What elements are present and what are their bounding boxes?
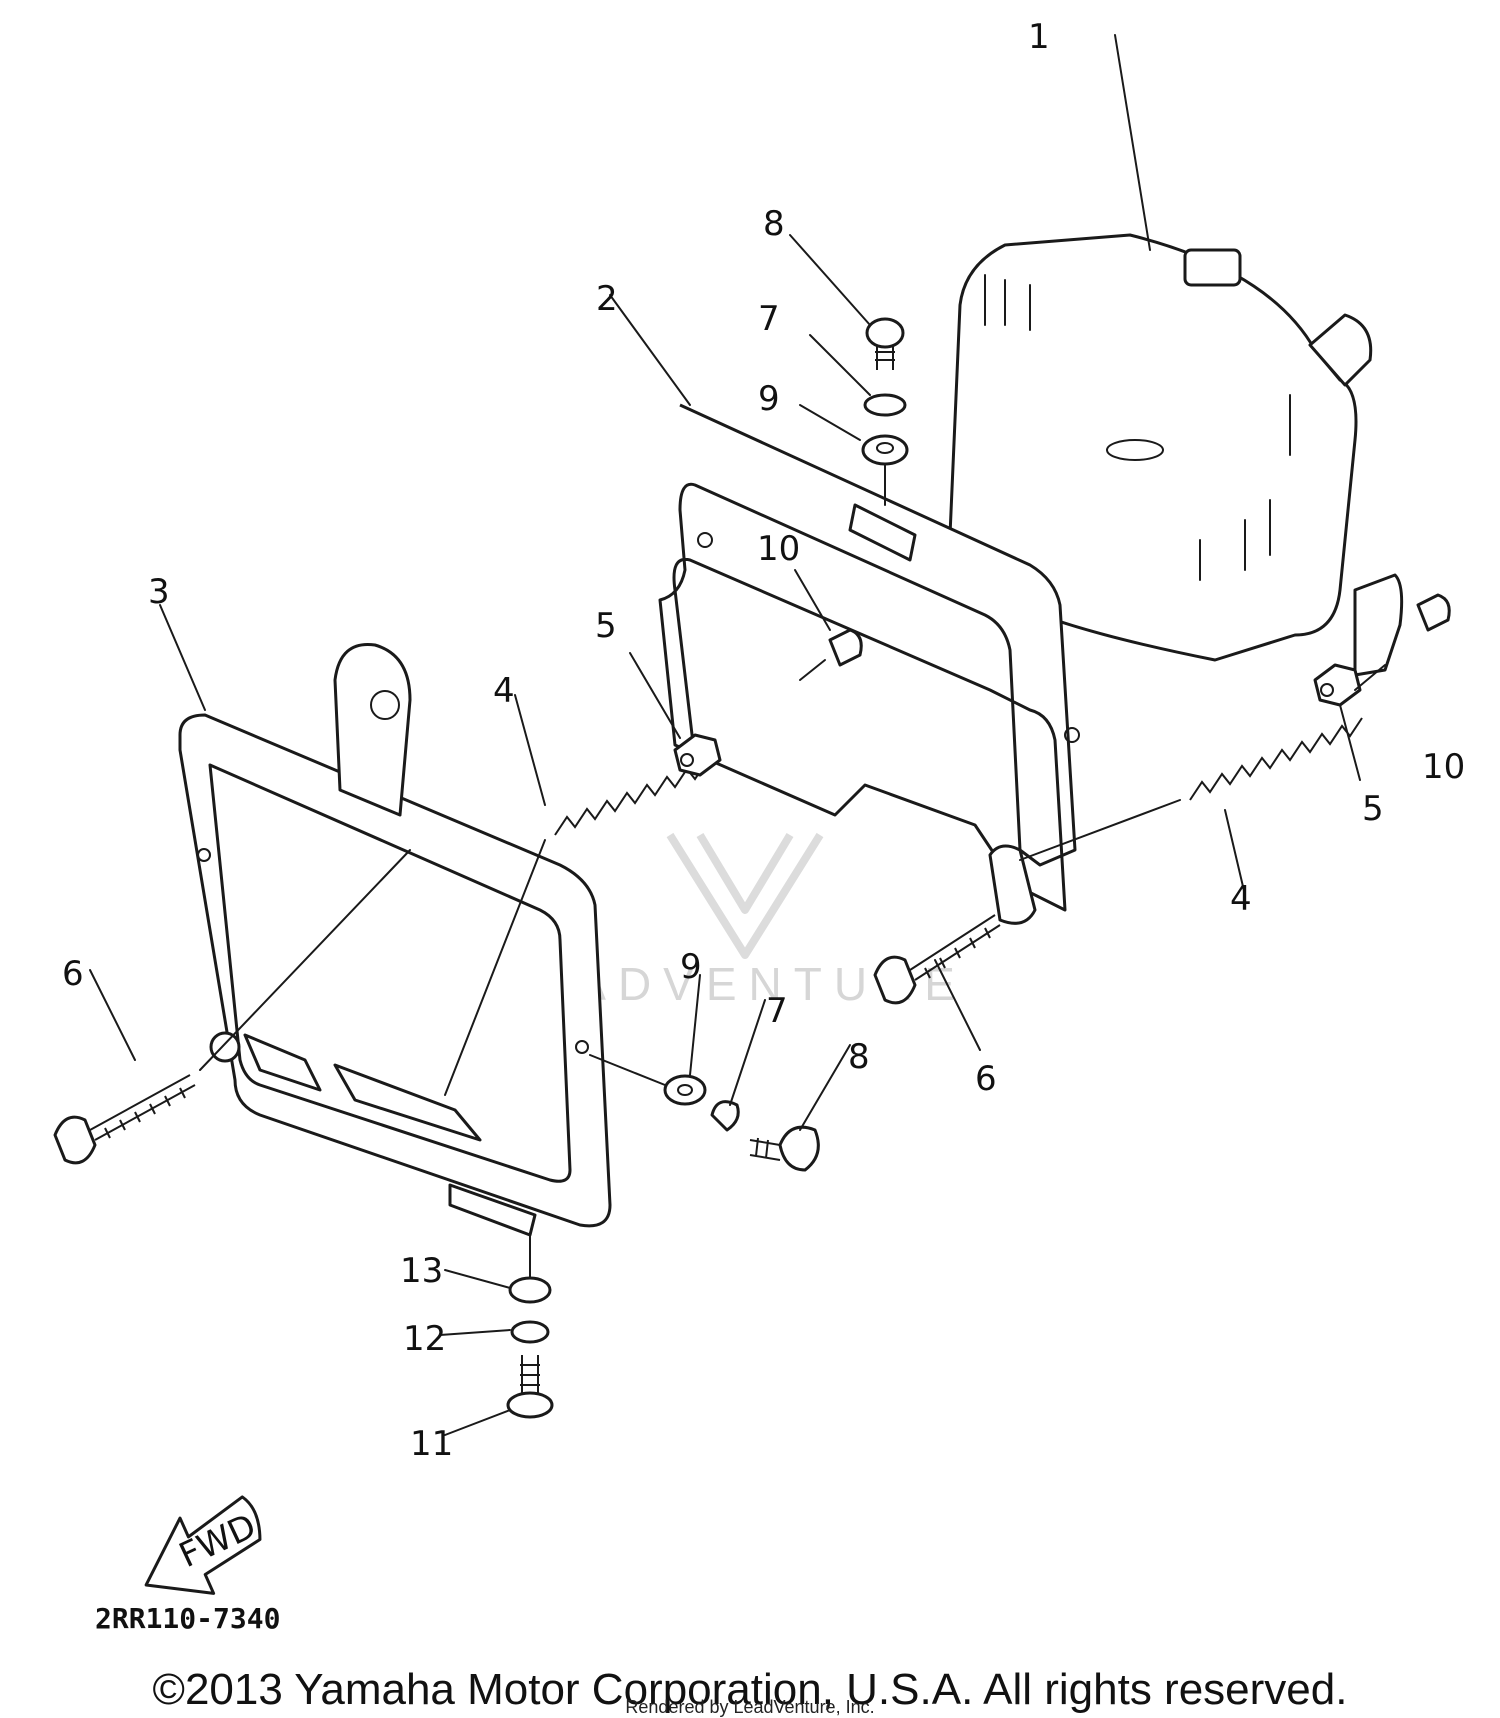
callout-5-right: 5 — [1362, 789, 1384, 829]
adjusting-nut-right — [1313, 663, 1386, 781]
rendered-by-credit: Rendered by LeadVenture, Inc. — [625, 1697, 875, 1717]
callout-leader-9a — [799, 404, 861, 441]
callout-13: 13 — [400, 1251, 443, 1291]
callout-1: 1 — [1028, 17, 1050, 57]
inner-bracket — [609, 294, 1080, 925]
callout-7-lower: 7 — [766, 991, 788, 1031]
callout-12: 12 — [403, 1319, 446, 1359]
callout-4-left: 4 — [493, 671, 515, 711]
upper-fastener-stack — [789, 234, 909, 506]
callout-leader-8a — [789, 234, 871, 326]
callout-9-upper: 9 — [758, 379, 780, 419]
callout-7-upper: 7 — [758, 299, 780, 339]
copyright-notice: ©2013 Yamaha Motor Corporation, U.S.A. A… — [152, 1665, 1348, 1714]
callout-leader-8b — [799, 1044, 851, 1131]
callout-leader-10a — [794, 569, 831, 631]
callout-leader-9b — [689, 974, 701, 1076]
callout-5-left: 5 — [595, 606, 617, 646]
adjusting-screw-left — [53, 849, 411, 1165]
callout-10-right: 10 — [1422, 747, 1465, 787]
callout-leader-3 — [159, 604, 206, 711]
callout-10-upper: 10 — [757, 529, 800, 569]
adjusting-spring-left — [444, 694, 708, 1096]
callout-6-left: 6 — [62, 954, 84, 994]
diagram-code: 2RR110-7340 — [95, 1602, 280, 1635]
callout-8-upper: 8 — [763, 204, 785, 244]
callout-leader-6a — [89, 969, 136, 1061]
callout-leader-5b — [1339, 704, 1361, 781]
grommet-lower — [1416, 593, 1451, 632]
callout-leader-7a — [809, 334, 871, 396]
callout-9-lower: 9 — [680, 947, 702, 987]
headlight-unit — [947, 34, 1404, 677]
callout-4-right: 4 — [1230, 879, 1252, 919]
outer-frame — [159, 604, 612, 1237]
callout-leader-11 — [444, 1409, 511, 1436]
callout-labels: 1 2 3 4 4 5 5 6 6 7 7 8 8 9 9 10 10 11 1… — [62, 17, 1465, 1464]
callout-leader-5a — [629, 652, 681, 739]
callout-leader-2 — [609, 294, 691, 406]
adjusting-screw-right — [873, 914, 1001, 1051]
fwd-arrow: FWD — [144, 1495, 262, 1595]
callout-leader-4b — [1224, 809, 1246, 896]
adjusting-nut-left — [629, 652, 722, 777]
adjusting-spring-right — [1019, 717, 1363, 896]
callout-leader-7b — [729, 999, 766, 1106]
callout-6-right: 6 — [975, 1059, 997, 1099]
callout-leader-12 — [439, 1329, 511, 1336]
callout-11: 11 — [410, 1424, 453, 1464]
callout-leader-6b — [934, 959, 981, 1051]
lower-fastener-stack — [589, 974, 851, 1172]
callout-leader-13 — [444, 1269, 511, 1289]
callout-8-lower: 8 — [848, 1037, 870, 1077]
callout-2: 2 — [596, 279, 618, 319]
grommet-upper — [794, 569, 863, 681]
callout-leader-4a — [514, 694, 546, 806]
bottom-fastener-stack — [439, 1234, 554, 1436]
callout-3: 3 — [148, 572, 170, 612]
callout-leader-1 — [1114, 34, 1151, 251]
